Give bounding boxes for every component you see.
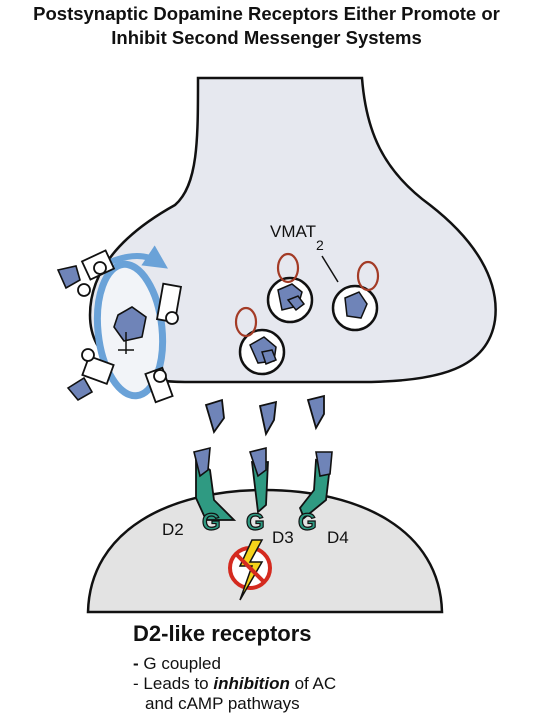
vmat-label: VMAT: [270, 222, 316, 241]
d2-label: D2: [162, 520, 184, 539]
caption-bullet-2-continued: and cAMP pathways: [145, 694, 300, 713]
no-signal-icon: [228, 539, 272, 601]
bullet-text-post: of AC: [289, 674, 337, 693]
vesicle: [331, 260, 380, 332]
vesicles: [234, 252, 380, 376]
bullet-dash: -: [133, 674, 139, 693]
d3-label: D3: [272, 528, 294, 547]
d3-receptor: [248, 446, 269, 514]
postsynaptic-neuron: [86, 488, 444, 614]
vmat-pointer: [321, 255, 339, 283]
vesicle: [266, 252, 314, 324]
g-protein-d4: G: [298, 509, 317, 536]
cycle-arrowhead: [108, 245, 168, 269]
vesicle: [234, 306, 286, 376]
released-dopamine: [204, 394, 325, 437]
bullet-text-pre: Leads to: [143, 674, 214, 693]
caption-bullet-1: - G coupled: [133, 654, 336, 674]
presynaptic-terminal: [88, 76, 497, 384]
d2-receptor: [193, 446, 237, 521]
caption: D2-like receptors - G coupled - Leads to…: [133, 620, 336, 714]
title-line-1: Postsynaptic Dopamine Receptors Either P…: [33, 3, 500, 24]
bullet-text-emphasis: inhibition: [213, 674, 290, 693]
bullet-dash: -: [133, 654, 139, 673]
d4-label: D4: [327, 528, 349, 547]
d4-receptor: [298, 451, 333, 520]
vmat-subscript: 2: [316, 237, 324, 253]
caption-heading: D2-like receptors: [133, 621, 312, 646]
bullet-text: G coupled: [143, 654, 221, 673]
g-protein-d3: G: [246, 509, 265, 536]
caption-bullet-2: - Leads to inhibition of AC: [133, 674, 336, 694]
title-line-2: Inhibit Second Messenger Systems: [111, 27, 422, 48]
reuptake-transporter: [56, 245, 183, 404]
g-protein-d2: G: [202, 509, 221, 536]
